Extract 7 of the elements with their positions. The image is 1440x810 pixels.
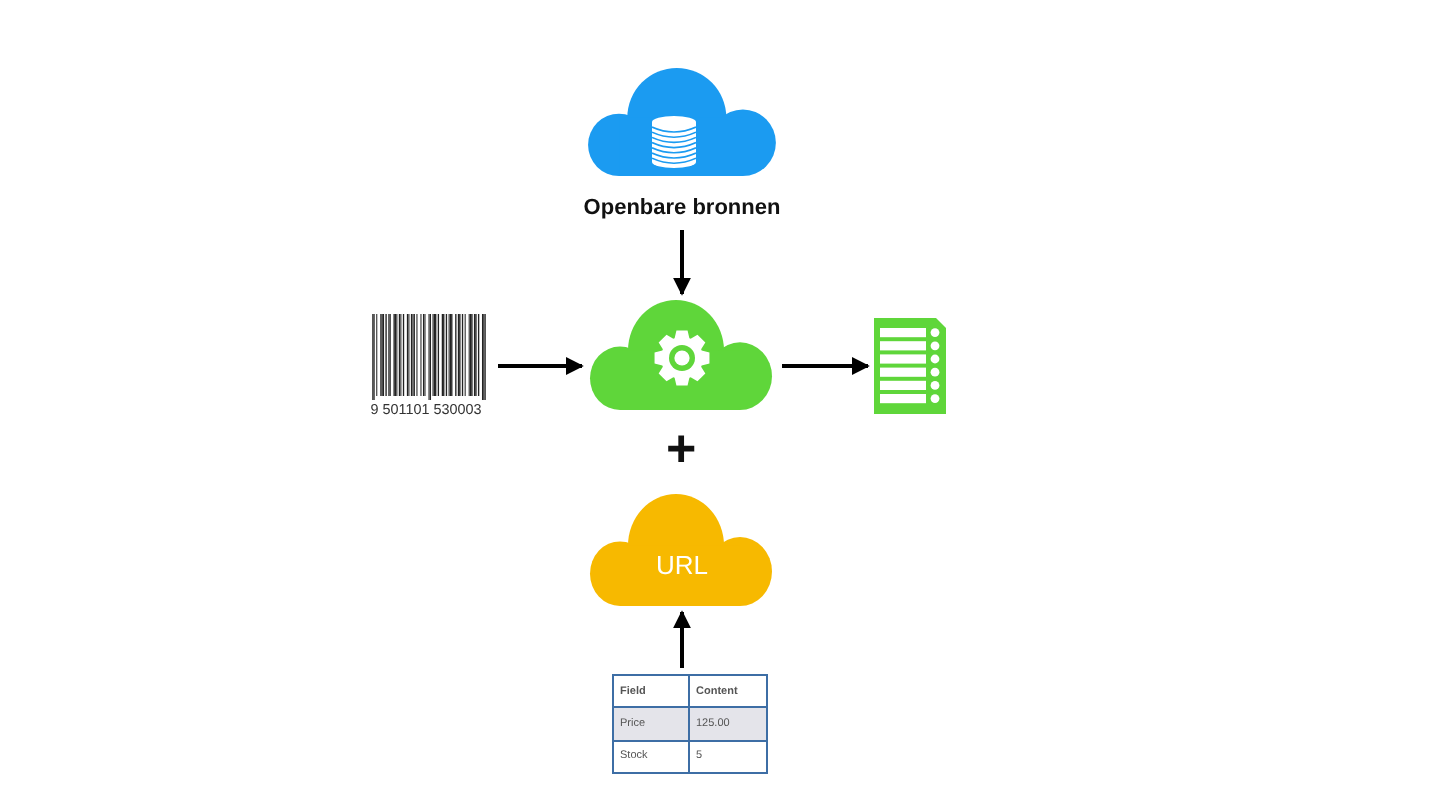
arrow — [673, 610, 691, 668]
arrow — [673, 230, 691, 296]
plus-sign: + — [666, 418, 697, 478]
cloud-text: URL — [654, 550, 710, 582]
arrow — [782, 357, 870, 375]
cloud-caption: Openbare bronnen — [581, 194, 783, 222]
arrow — [498, 357, 584, 375]
